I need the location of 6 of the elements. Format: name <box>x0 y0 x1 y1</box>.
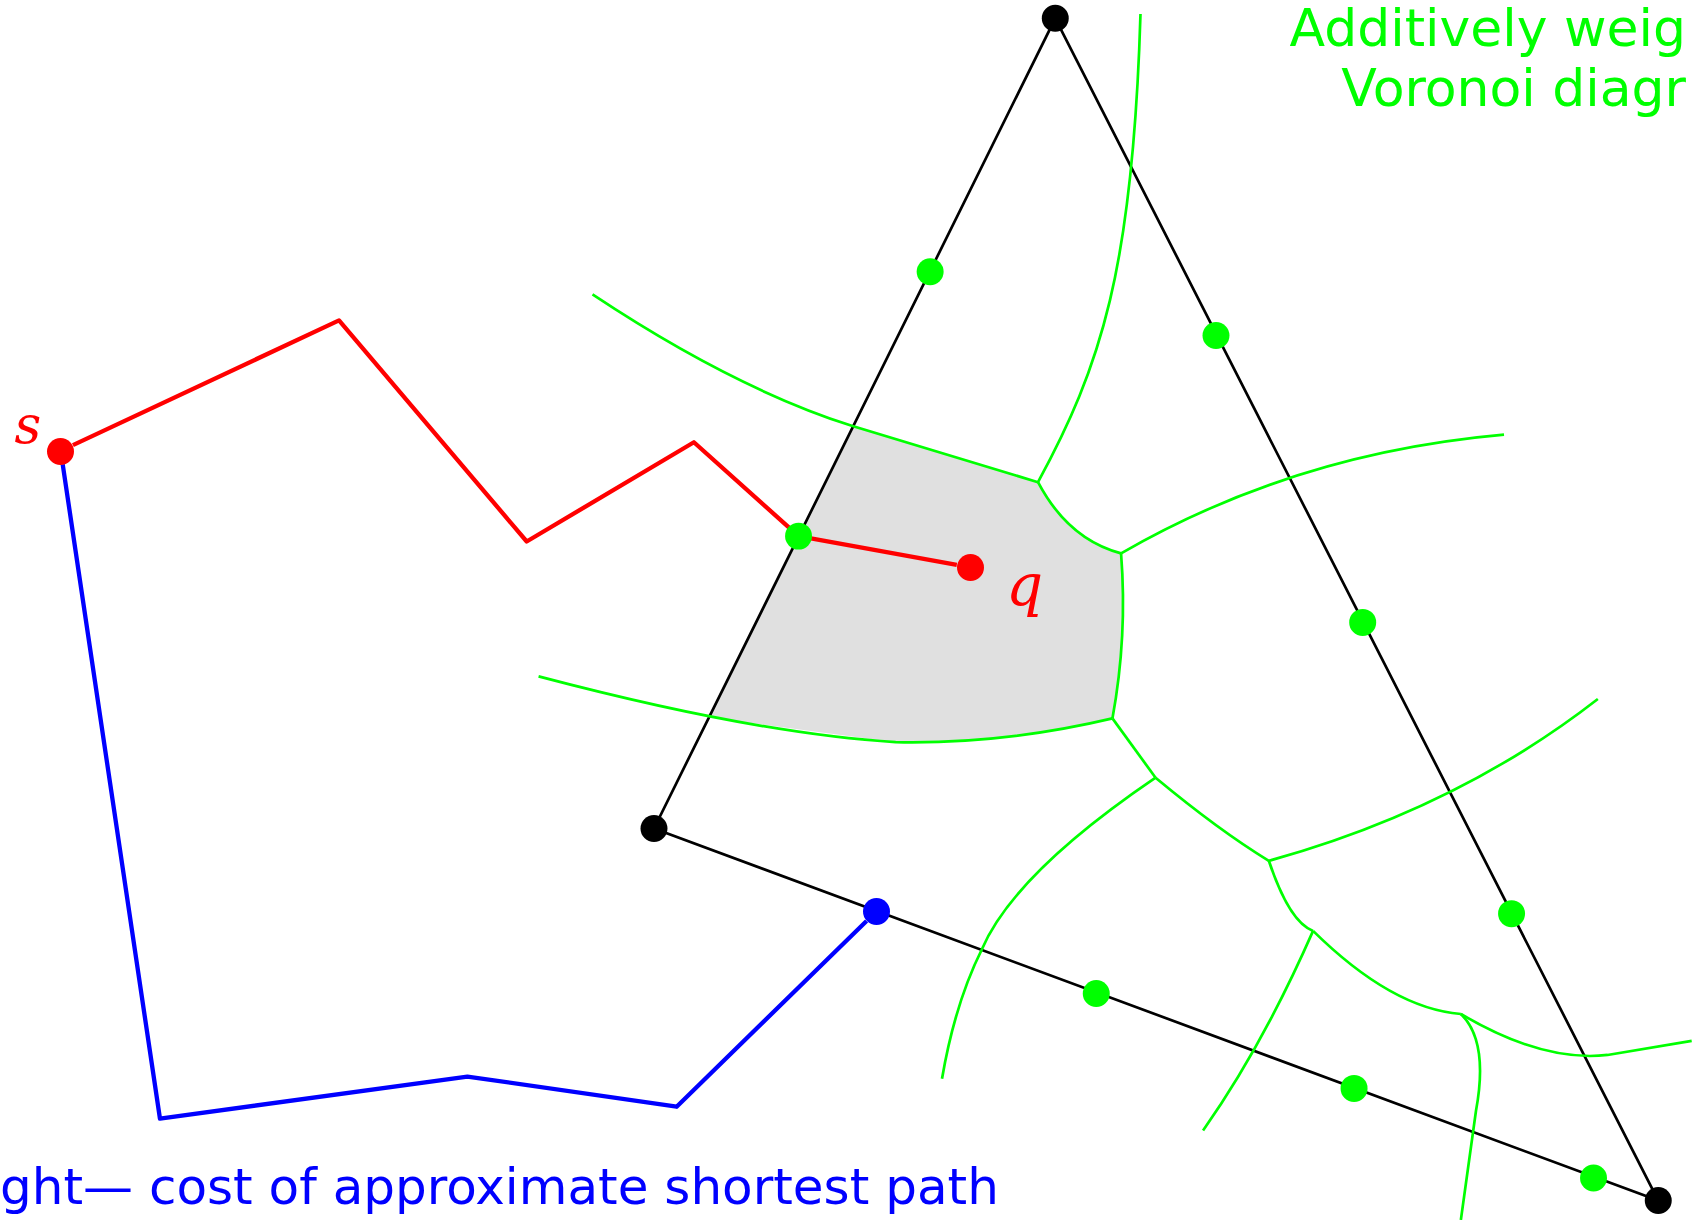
path-cost-label: ght— cost of approximate shortest path <box>0 1162 999 1212</box>
path-line <box>72 318 958 568</box>
path-line <box>60 463 869 1121</box>
point-label: s <box>14 399 42 452</box>
point-dot <box>46 437 74 465</box>
point-dot <box>862 898 890 926</box>
